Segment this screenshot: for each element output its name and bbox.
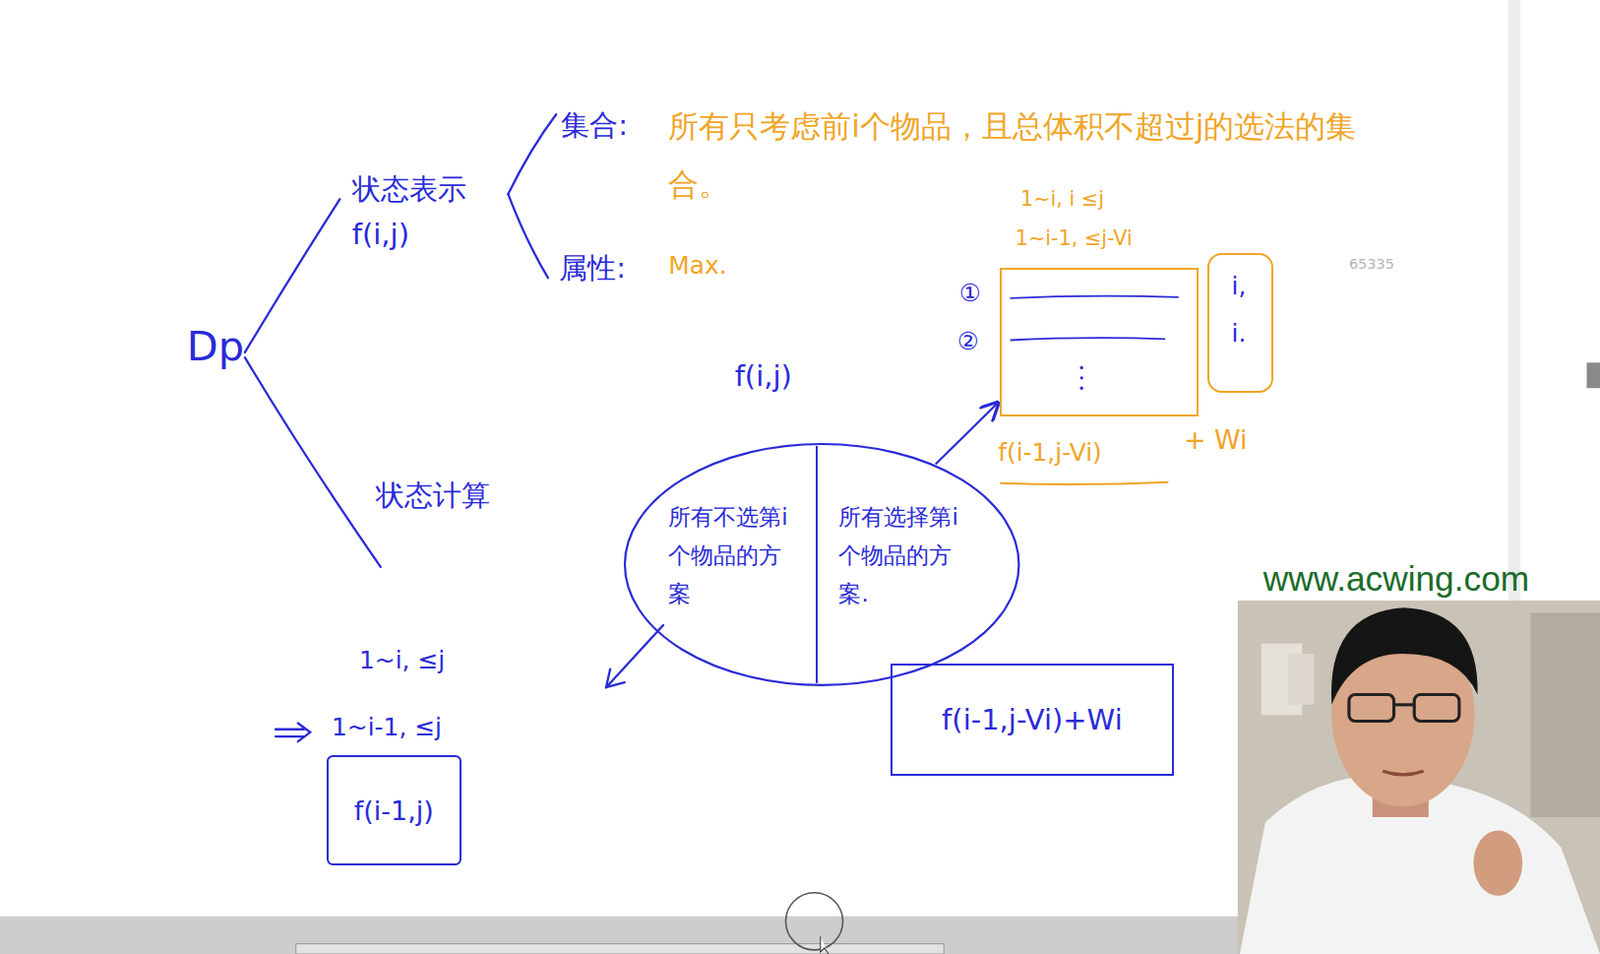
underline: [999, 482, 1169, 485]
node-text: f(i-1,j): [354, 794, 434, 828]
formula-box: f(i-1,j): [326, 754, 462, 865]
ellipse-shape: [624, 443, 1019, 685]
range-note: 1~i-1, ≤j: [331, 711, 442, 742]
webcam-background: [1237, 600, 1600, 954]
section-heading: 状态计算: [375, 477, 491, 513]
tree-branch: [245, 357, 381, 567]
state-symbol: f(i,j): [352, 216, 410, 252]
node-text: i,: [1231, 270, 1247, 302]
bracket-line: [507, 114, 556, 194]
watermark-number: 65335: [1349, 254, 1395, 273]
hair: [1331, 607, 1478, 705]
bracket-line: [507, 193, 548, 278]
glasses: [1349, 693, 1460, 721]
node-text: f(i-1,j-Vi)+Wi: [941, 701, 1123, 738]
property-heading: 属性:: [558, 249, 626, 286]
table-box: ①②: [999, 267, 1199, 417]
arrow-head: [606, 669, 625, 688]
dp-title: Dp: [186, 321, 245, 373]
range-note: 1~i, ≤j: [359, 644, 445, 676]
ellipsis-dots: [1080, 366, 1084, 390]
webcam-video: [1237, 600, 1600, 954]
node-text: ②: [957, 325, 980, 357]
node-text: ①: [959, 277, 982, 308]
row-line: [1010, 296, 1179, 299]
divider-line: [815, 445, 818, 683]
side-box: i, i.: [1207, 252, 1274, 393]
node-text: i.: [1231, 317, 1247, 349]
tree-lines: [245, 114, 819, 781]
formula: + Wi: [1183, 423, 1248, 457]
progress-bar: [296, 943, 944, 954]
tree-branch: [245, 198, 340, 353]
formula-box: f(i-1,j-Vi)+Wi: [890, 663, 1173, 776]
implies-arrow: [275, 723, 310, 742]
table-rows: [1010, 296, 1179, 341]
formula: f(i-1,j-Vi): [997, 436, 1103, 468]
scroll-thumb: [1587, 362, 1600, 388]
mouth: [1382, 770, 1423, 775]
row-line: [1010, 337, 1167, 340]
section-heading: 状态表示: [352, 171, 467, 207]
property-value: Max.: [668, 249, 727, 281]
divider-extension: [816, 688, 819, 781]
set-ellipse: f(i,j)所有不选第i个物品的方案所有选择第i个物品的方案.: [622, 441, 1021, 687]
node-heading: f(i,j): [735, 358, 793, 394]
watermark: www.acwing.com: [1263, 556, 1530, 601]
hand: [1473, 829, 1523, 895]
node-text: 所有不选第i个物品的方案: [668, 497, 791, 613]
arrow-line: [606, 624, 664, 687]
range-note: 1~i-1, ≤j-Vi: [1015, 226, 1133, 252]
background-object: [1530, 612, 1600, 816]
range-note: 1~i, i ≤j: [1020, 186, 1105, 213]
background-object: [1288, 653, 1315, 705]
set-heading: 集合:: [560, 107, 628, 143]
node-text: 所有选择第i个物品的方案.: [838, 497, 967, 613]
mouse-pointer: [820, 935, 829, 954]
arrow-connector: [935, 402, 998, 464]
cursor-ring: [785, 892, 843, 950]
